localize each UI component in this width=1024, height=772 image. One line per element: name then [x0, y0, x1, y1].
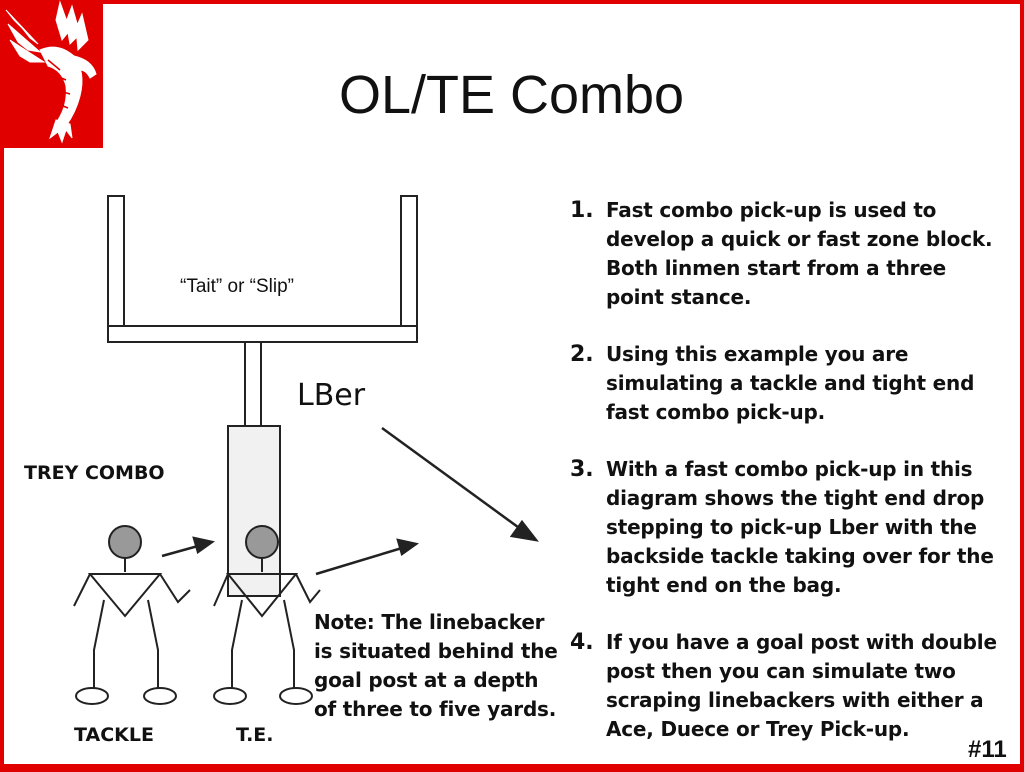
slide-number: #11 — [968, 736, 1007, 763]
step-number: 1. — [570, 198, 594, 223]
step-number: 3. — [570, 457, 594, 482]
lber-label: LBer — [297, 378, 366, 413]
slide-title: OL/TE Combo — [338, 65, 685, 125]
trey-combo-label: TREY COMBO — [24, 462, 165, 484]
tait-slip-label: “Tait” or “Slip” — [180, 276, 295, 297]
hawk-logo-icon — [5, 0, 97, 144]
step-text: Fast combo pick-up is used to develop a … — [606, 198, 993, 309]
slide-body-area — [4, 148, 1020, 764]
te-figure — [213, 525, 321, 705]
step-item: 3. With a fast combo pick-up in this dia… — [570, 455, 1010, 600]
step-text: With a fast combo pick-up in this diagra… — [606, 457, 994, 597]
step-item: 4. If you have a goal post with double p… — [570, 628, 1010, 744]
goal-post — [107, 195, 418, 597]
note-text: Note: The linebacker is situated behind … — [314, 610, 558, 721]
tackle-arrow — [161, 536, 216, 558]
step-number: 2. — [570, 342, 594, 367]
te-label: T.E. — [236, 724, 274, 746]
lber-arrow — [381, 426, 539, 542]
step-number: 4. — [570, 630, 594, 655]
step-text: If you have a goal post with double post… — [606, 630, 997, 741]
slide-header-area — [103, 4, 1020, 148]
te-arrow — [315, 538, 420, 576]
tackle-figure — [73, 525, 191, 705]
step-text: Using this example you are simulating a … — [606, 342, 975, 424]
step-item: 2. Using this example you are simulating… — [570, 340, 1010, 427]
step-item: 1. Fast combo pick-up is used to develop… — [570, 196, 1010, 312]
steps-list: 1. Fast combo pick-up is used to develop… — [570, 196, 1010, 772]
tackle-label: TACKLE — [74, 724, 154, 746]
hawk-logo — [0, 0, 103, 148]
